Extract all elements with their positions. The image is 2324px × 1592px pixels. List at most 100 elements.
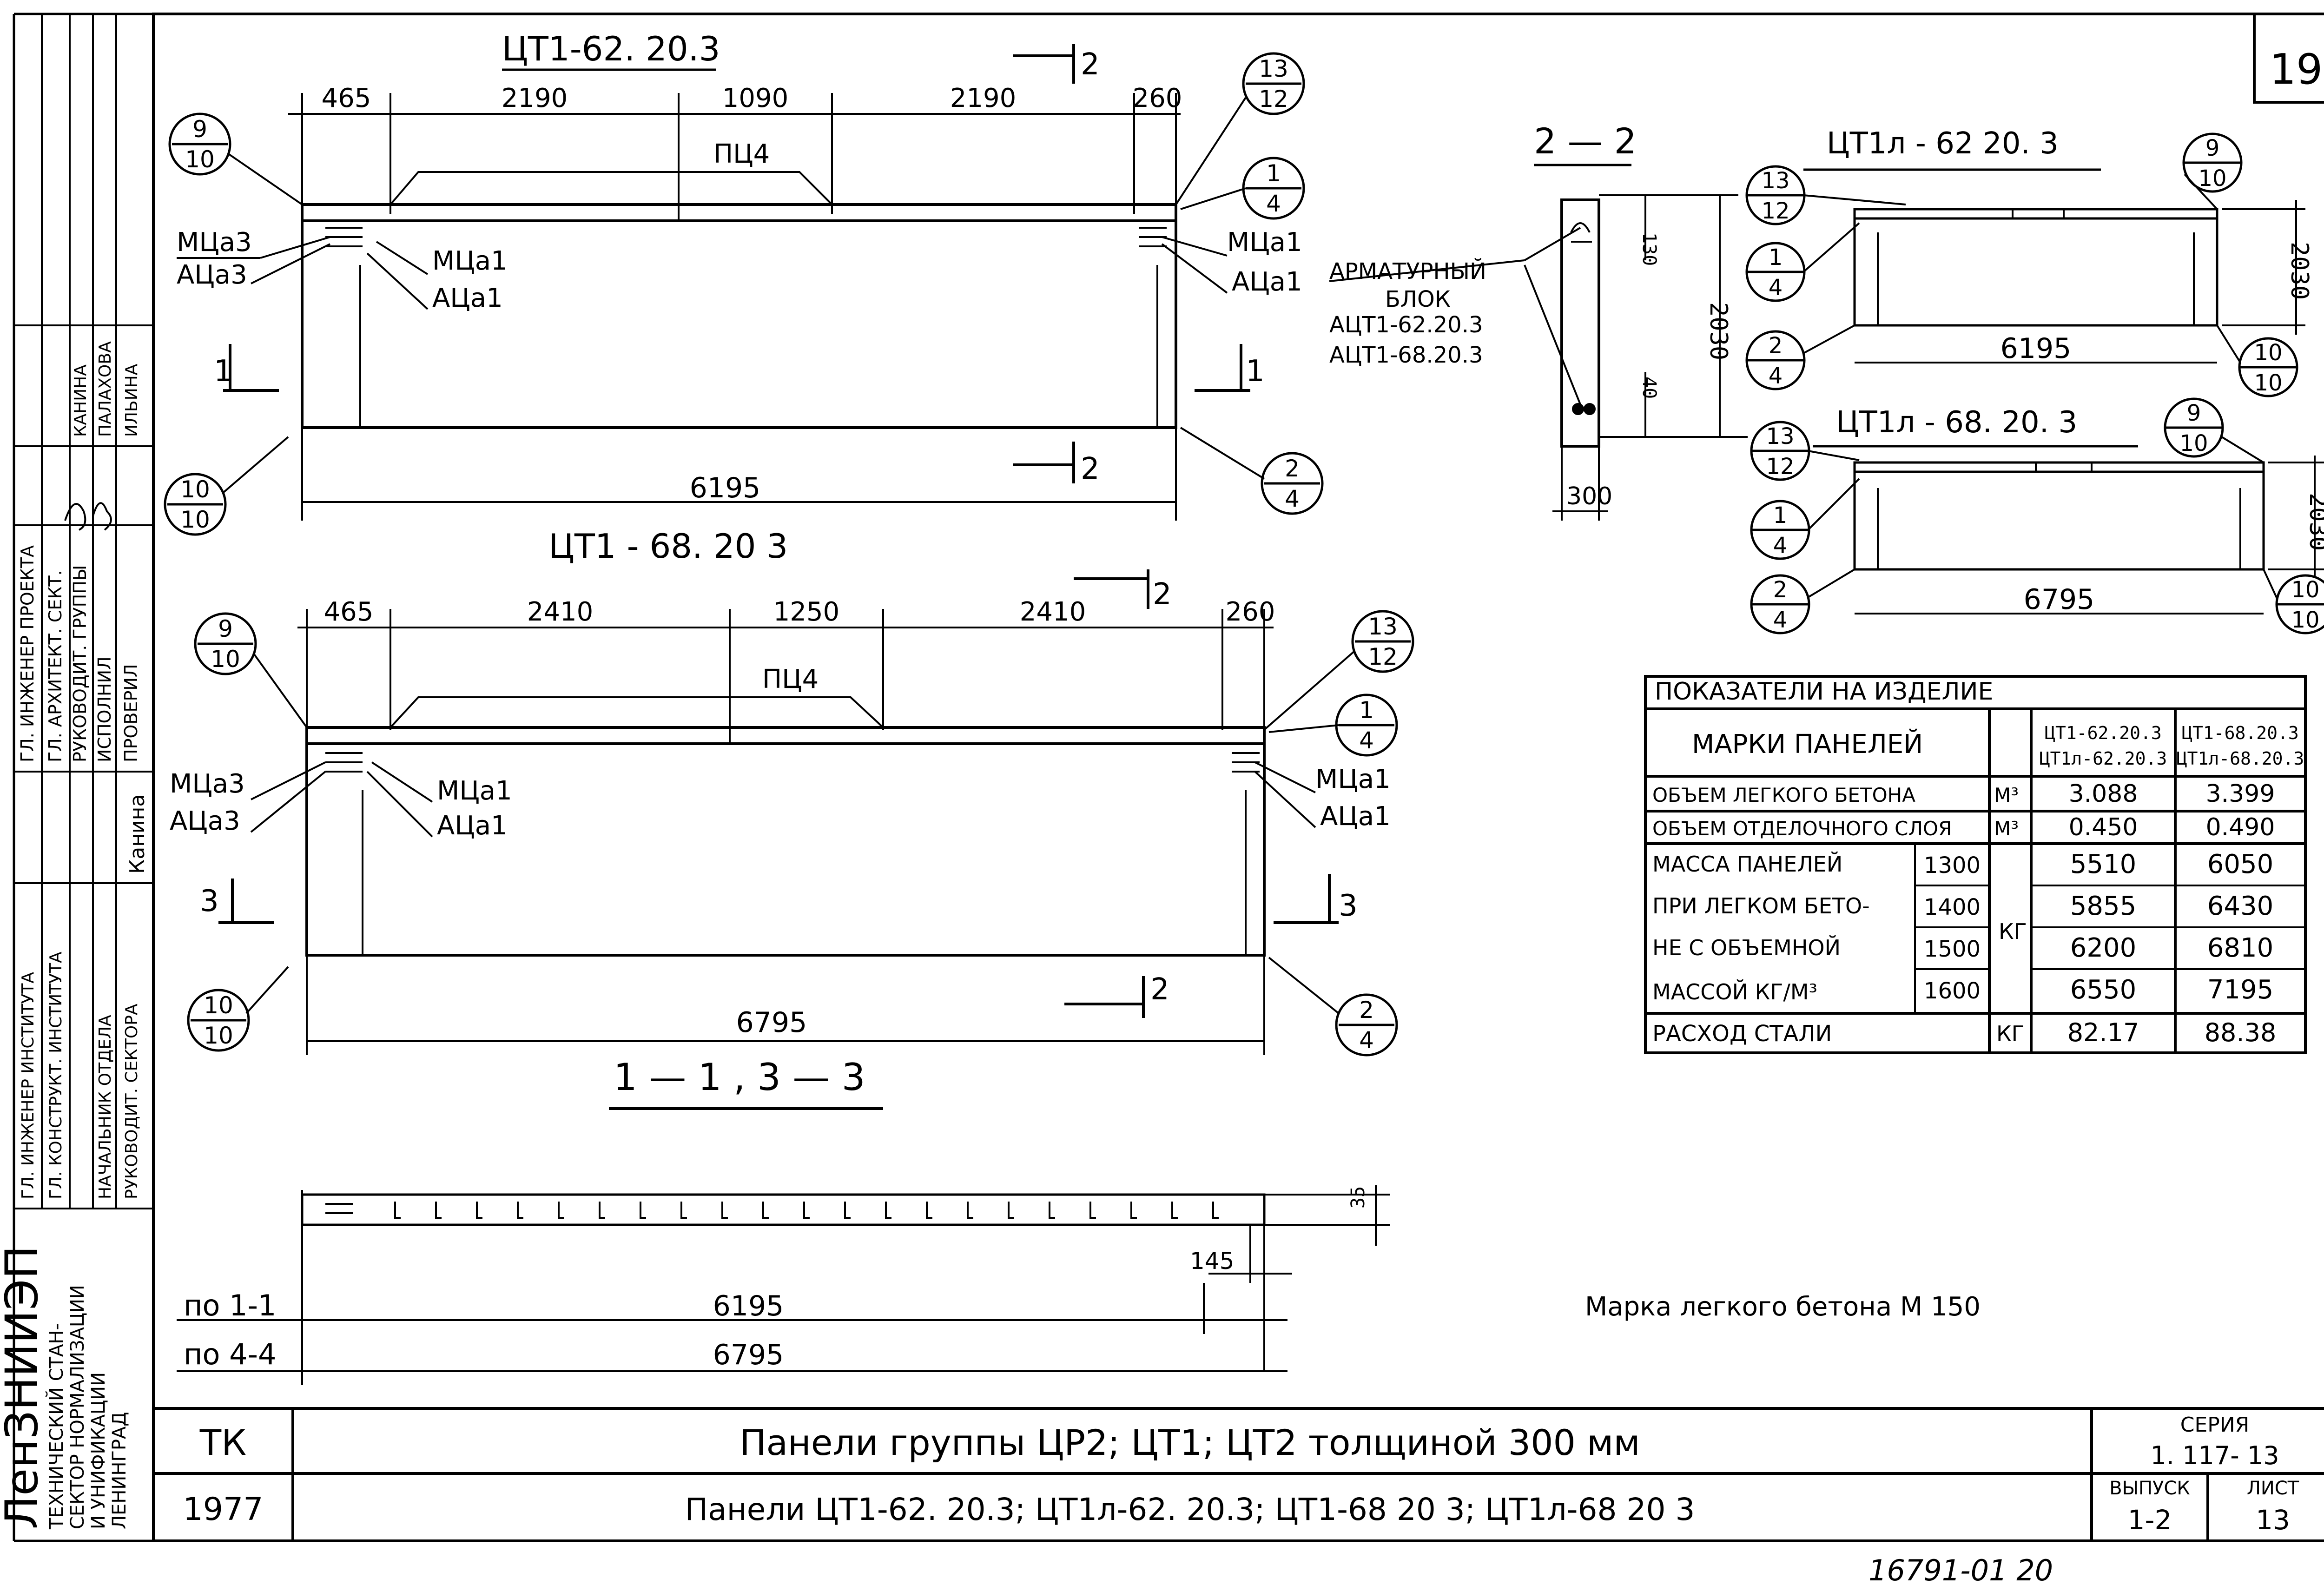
e1-panel-outline: [301, 203, 1177, 429]
l68-callout-3-bot: 4: [1773, 607, 1788, 633]
mass-1500-v2: 6810: [2207, 933, 2274, 963]
l62-callout-1-top: 13: [1761, 168, 1789, 194]
e2-mark-top: 2: [1153, 577, 1172, 612]
plan-row2-value: 6795: [713, 1339, 784, 1371]
row-light-concrete-label: ОБЪЕМ ЛЕГКОГО БЕТОНА: [1652, 784, 1915, 806]
mass-unit: КГ: [1999, 919, 2027, 944]
l68-callout-5-top: 10: [2291, 577, 2319, 603]
plan-row1-label: по 1-1: [184, 1288, 276, 1322]
e1-callout-br-bot: 4: [1285, 485, 1300, 512]
mass-1400-v2: 6430: [2207, 891, 2274, 921]
stamp-name-a0: КАНИНА: [71, 364, 90, 437]
e2-mark-bottom: 2: [1150, 972, 1169, 1007]
sheet-number: 19: [2270, 45, 2323, 94]
e2-dim-2410a: 2410: [527, 597, 594, 627]
tb-series-value: 1. 117- 13: [2150, 1441, 2279, 1470]
block-label-1: АРМАТУРНЫЙ: [1329, 258, 1486, 284]
tb-issue-value: 1-2: [2128, 1504, 2172, 1536]
panel-l62-height: 2030: [2285, 242, 2313, 300]
stamp-role-b1: ГЛ. КОНСТРУКТ. ИНСТИТУТА: [46, 951, 66, 1199]
e1-dim-465: 465: [322, 83, 371, 113]
e1-callout-tl-bot: 10: [185, 146, 215, 173]
section22-dim-2030: 2030: [1704, 302, 1732, 360]
e2-callout-br-bot: 4: [1359, 1027, 1374, 1054]
panel-l62-length: 6195: [2000, 332, 2072, 365]
mass-1600-v1: 6550: [2070, 975, 2137, 1005]
e1-dim-2190b: 2190: [950, 83, 1017, 113]
l68-callout-2-top: 1: [1773, 502, 1788, 528]
e2-right-label-1: МЦа1: [1315, 764, 1391, 794]
stamp-role-a0: ГЛ. ИНЖЕНЕР ПРОЕКТА: [17, 545, 38, 762]
tb-code: ТК: [199, 1422, 246, 1463]
l62-callout-1-bot: 12: [1761, 198, 1789, 224]
density-1400: 1400: [1924, 894, 1981, 920]
stamp-org-sub-2: И УНИФИКАЦИИ: [88, 1372, 109, 1529]
mass-1400-v1: 5855: [2070, 891, 2137, 921]
e1-callout-br-top: 2: [1285, 455, 1300, 482]
plan-rib-tick: [844, 1202, 851, 1219]
section22-dim-300: 300: [1566, 482, 1612, 510]
e1-callout-tl-top: 9: [192, 116, 207, 143]
density-1500: 1500: [1924, 936, 1981, 962]
e1-dim-bottom: 6195: [690, 472, 761, 504]
e2-callout-tl-bot: 10: [211, 646, 240, 673]
l62-callout-3-bot: 4: [1769, 363, 1783, 389]
sheet-number-box: 19: [2253, 13, 2324, 104]
section22-dim-40: 40: [1638, 377, 1660, 399]
e2-callout-tl-top: 9: [218, 615, 233, 642]
e1-mark-top: 2: [1081, 47, 1100, 82]
block-code-1: АЦТ1-62.20.3: [1329, 312, 1483, 338]
stamp-org-sub-0: ТЕХНИЧЕСКИЙ СТАН-: [45, 1323, 67, 1530]
section22-outline: [1560, 198, 1600, 448]
plan-rib-tick: [1049, 1202, 1055, 1219]
e2-dim-2410b: 2410: [1020, 597, 1086, 627]
stamp-org-sub-3: ЛЕНИНГРАД: [109, 1412, 130, 1529]
section-2-2: 2 — 2 130 2030 40 300 АРМАТУРНЫЙ БЛОК АЦ…: [1329, 120, 1748, 521]
stamp-role-a3: ИСПОЛНИЛ: [94, 656, 115, 762]
l62-callout-5-bot: 10: [2254, 370, 2282, 396]
e1-left-label-1: МЦа3: [177, 227, 252, 258]
mass-1600-v2: 7195: [2207, 975, 2274, 1005]
plan-rib-tick: [1171, 1202, 1178, 1219]
plan-row1-value: 6195: [713, 1290, 784, 1322]
plan-rib-tick: [517, 1202, 523, 1219]
l62-callout-4-bot: 10: [2198, 165, 2226, 192]
e1-dim-1090: 1090: [722, 83, 789, 113]
plan-rib-tick: [885, 1202, 891, 1219]
stamp-org-sub-1: СЕКТОР НОРМАЛИЗАЦИИ: [67, 1285, 88, 1529]
elevation-ct1-68: ЦТ1 - 68. 20 3 465 2410 1250 2410 260 ПЦ…: [170, 527, 1414, 1057]
elevation1-title: ЦТ1-62. 20.3: [502, 29, 720, 68]
plan-dim-35: 35: [1347, 1186, 1369, 1209]
mass-label-3: НЕ С ОБЪЕМНОЙ: [1652, 935, 1841, 960]
e2-dim-465: 465: [324, 597, 374, 627]
l62-callout-3-top: 2: [1769, 333, 1783, 359]
e2-opening-label: ПЦ4: [762, 664, 819, 694]
concrete-grade-note: Марка легкого бетона М 150: [1585, 1292, 1981, 1322]
stamp-role-a1: ГЛ. АРХИТЕКТ. СЕКТ.: [45, 570, 66, 762]
plan-rib-tick: [558, 1202, 564, 1219]
l68-callout-2-bot: 4: [1773, 533, 1788, 559]
e2-callout-tr1-bot: 12: [1368, 643, 1398, 670]
e2-callout-br-top: 2: [1359, 997, 1374, 1024]
e2-inner-label-2: АЦа1: [437, 811, 508, 841]
plan-rib-tick: [1212, 1202, 1219, 1219]
row-light-concrete-v2: 3.399: [2206, 780, 2275, 808]
block-label-2: БЛОК: [1385, 286, 1451, 312]
section-title: 1 — 1 , 3 — 3: [614, 1056, 865, 1099]
e1-mark-bottom: 2: [1081, 452, 1100, 486]
row-finish-layer-v1: 0.450: [2069, 813, 2138, 841]
e2-dim-260: 260: [1226, 597, 1275, 627]
footer-code: 16791-01 20: [1868, 1553, 2053, 1587]
e2-callout-bl-bot: 10: [204, 1022, 233, 1049]
l68-callout-1-bot: 12: [1766, 454, 1794, 480]
tb-title1: Панели группы ЦР2; ЦТ1; ЦТ2 толщиной 300…: [739, 1422, 1640, 1463]
plan-strip: 35 145 по 1-1 6195 по 4-4 6795: [177, 1185, 1390, 1385]
e2-dim-1250: 1250: [773, 597, 840, 627]
row-light-concrete-unit: М³: [1994, 784, 2019, 806]
row-finish-layer-unit: М³: [1994, 817, 2019, 840]
title-block: ТК 1977 Панели группы ЦР2; ЦТ1; ЦТ2 толщ…: [152, 1407, 2324, 1542]
panel-l68-height: 2030: [2304, 493, 2324, 551]
e2-mark-left: 3: [200, 884, 219, 918]
signature-mark-2: [92, 502, 112, 531]
